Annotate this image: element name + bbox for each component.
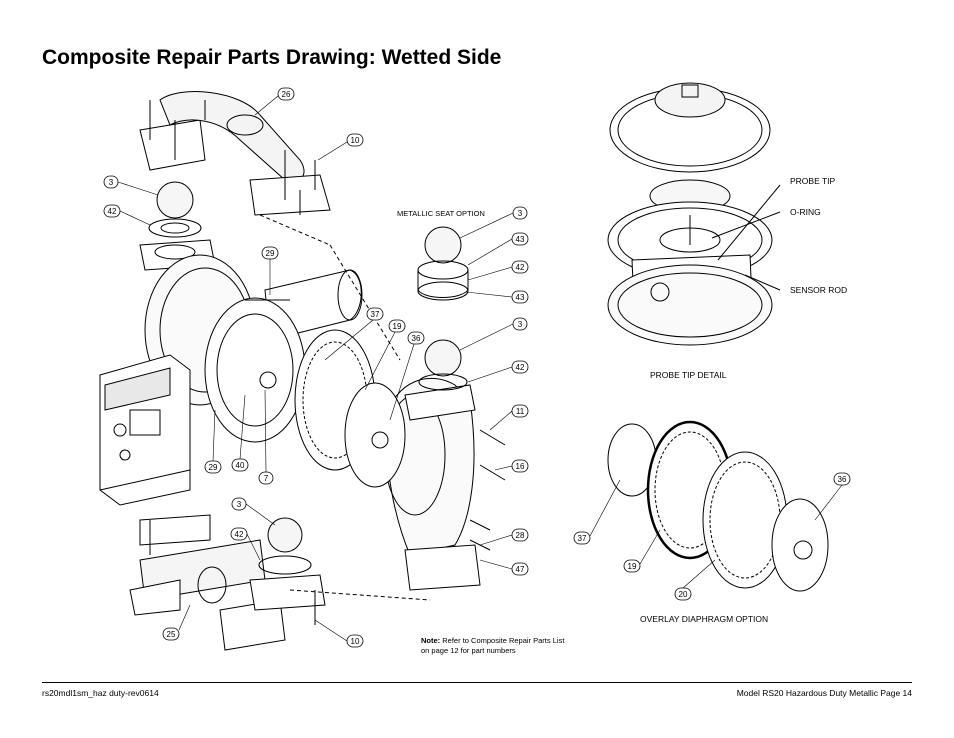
- note-text-line1: Refer to Composite Repair Parts List: [442, 636, 565, 645]
- leader-lines: [117, 95, 843, 642]
- note-label: Note:: [421, 636, 441, 645]
- air-valve-module: [99, 354, 191, 506]
- callout-text: 28: [516, 531, 525, 540]
- callout-text: 43: [516, 293, 525, 302]
- callout-37-a: [366, 307, 384, 321]
- callout-text: 37: [578, 534, 587, 543]
- callout-text: 3: [237, 500, 242, 509]
- diaphragm-stack: [294, 329, 406, 488]
- overlay-diaphragm-option: [607, 420, 829, 592]
- callout-text: 37: [371, 310, 380, 319]
- o-ring-label: O-RING: [790, 207, 821, 217]
- callout-36-a: [407, 331, 425, 345]
- probe-tip-detail-label: PROBE TIP DETAIL: [650, 370, 727, 380]
- callout-text: 19: [393, 322, 402, 331]
- callout-text: 36: [412, 334, 421, 343]
- callout-10-top: [346, 133, 364, 147]
- callout-text: 7: [264, 474, 269, 483]
- callout-numbers: 26 10 3 42 29 3 43 42 43 37 19 36 3 42 1…: [108, 90, 847, 646]
- fluid-chamber: [384, 339, 506, 591]
- note-text-line2: on page 12 for part numbers: [421, 646, 516, 655]
- callout-text: 42: [108, 207, 117, 216]
- callout-19-a: [388, 319, 406, 333]
- callout-text: 42: [516, 363, 525, 372]
- callout-text: 43: [516, 235, 525, 244]
- callout-text: 29: [209, 463, 218, 472]
- footer-page-info: Model RS20 Hazardous Duty Metallic Page …: [736, 688, 912, 698]
- callout-text: 3: [109, 178, 114, 187]
- callout-text: 10: [351, 637, 360, 646]
- callout-text: 42: [516, 263, 525, 272]
- diagram-labels: METALLIC SEAT OPTION PROBE TIP O-RING SE…: [397, 176, 847, 624]
- callout-text: 25: [167, 630, 176, 639]
- sensor-rod-label: SENSOR ROD: [790, 285, 847, 295]
- inlet-manifold: [129, 514, 326, 651]
- callout-text: 19: [628, 562, 637, 571]
- metallic-seat-option: [417, 226, 469, 301]
- page-title: Composite Repair Parts Drawing: Wetted S…: [42, 46, 502, 69]
- callout-text: 11: [516, 407, 525, 416]
- discharge-manifold: [139, 91, 331, 216]
- callout-text: 42: [235, 530, 244, 539]
- callout-26: [277, 87, 295, 101]
- callout-text: 3: [518, 209, 523, 218]
- callout-text: 29: [266, 249, 275, 258]
- callout-text: 20: [679, 590, 688, 599]
- callout-37-b: [573, 531, 591, 545]
- callout-text: 26: [282, 90, 291, 99]
- callout-text: 36: [838, 475, 847, 484]
- callout-text: 3: [518, 320, 523, 329]
- note: Note: Refer to Composite Repair Parts Li…: [421, 636, 611, 656]
- callout-text: 40: [236, 461, 245, 470]
- footer-divider: [42, 682, 912, 683]
- callout-text: 16: [516, 462, 525, 471]
- metallic-seat-option-label: METALLIC SEAT OPTION: [397, 209, 485, 218]
- callout-text: 47: [516, 565, 525, 574]
- callout-25: [162, 627, 180, 641]
- assembly-centerline: [259, 214, 431, 601]
- callout-19-b: [623, 559, 641, 573]
- probe-tip-label: PROBE TIP: [790, 176, 836, 186]
- overlay-diaphragm-option-label: OVERLAY DIAPHRAGM OPTION: [640, 614, 768, 624]
- footer-doc-id: rs20mdl1sm_haz duty-rev0614: [42, 688, 159, 698]
- callout-text: 10: [351, 136, 360, 145]
- probe-tip-detail: [607, 82, 781, 346]
